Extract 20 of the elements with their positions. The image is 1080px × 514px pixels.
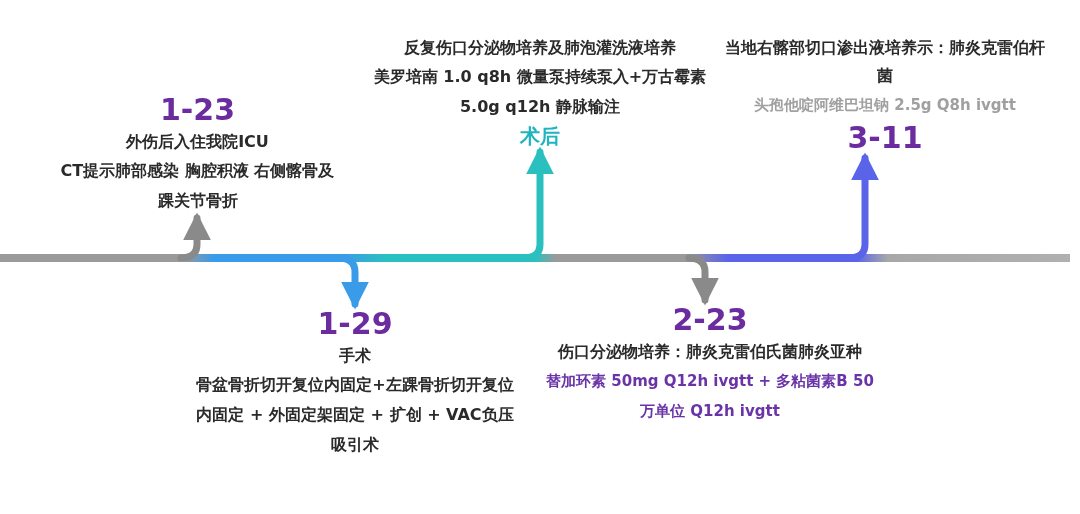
- date-label: 3-11: [846, 120, 924, 156]
- arrow: [335, 254, 369, 310]
- event-heading: 手术: [338, 345, 372, 367]
- event-description: CT提示肺部感染 胸腔积液 右侧髂骨及踝关节骨折: [59, 160, 336, 212]
- arrow: [845, 152, 879, 262]
- event-description: 骨盆骨折切开复位内固定+左踝骨折切开复位内固定 + 外固定架固定 + 扩创 + VAC负压吸引术: [195, 374, 515, 456]
- arrow: [177, 212, 211, 262]
- arrow: [685, 254, 719, 306]
- event-heading: 外伤后入住我院ICU: [124, 131, 270, 153]
- arrow: [520, 146, 554, 262]
- event-heading: 反复伤口分泌物培养及肺泡灌洗液培养: [403, 37, 677, 59]
- treatment-text: 美罗培南 1.0 q8h 微量泵持续泵入+万古霉素 5.0g q12h 静脉输注: [372, 66, 708, 118]
- phase-label: 术后: [518, 123, 561, 150]
- event-heading: 伤口分泌物培养：肺炎克雷伯氏菌肺炎亚种: [556, 341, 863, 363]
- treatment-text: 头孢他啶阿维巴坦钠 2.5g Q8h ivgtt: [753, 95, 1017, 116]
- treatment-text: 替加环素 50mg Q12h ivgtt + 多粘菌素B 50万单位 Q12h ivgtt: [545, 371, 875, 422]
- date-label: 1-23: [158, 92, 237, 128]
- event-heading: 当地右髂部切口渗出液培养示：肺炎克雷伯杆菌: [724, 37, 1046, 87]
- date-label: 1-29: [316, 306, 394, 342]
- date-label: 2-23: [671, 302, 749, 338]
